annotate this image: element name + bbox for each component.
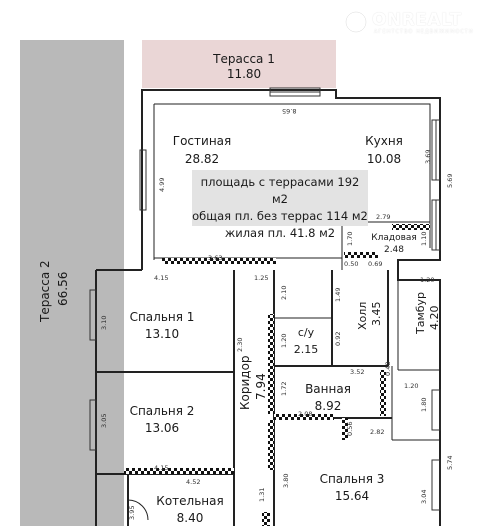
logo-text: ONREALT [372, 10, 462, 30]
dimension-label: 3.80 [282, 473, 290, 488]
room-area: 8.40 [176, 511, 204, 525]
dimension-label: 8.65 [282, 107, 297, 115]
room-area: 11.80 [226, 67, 262, 81]
room-terrace-2: Терасса 2 [38, 260, 52, 322]
room-name: Терасса 1 [213, 52, 275, 66]
room-area: 66.56 [56, 271, 70, 306]
dimension-label: 3.63 [208, 254, 223, 262]
dimension-label: 0.56 [346, 421, 354, 436]
room-corridor-area: 7.94 [254, 373, 268, 400]
room-name: Тамбур [414, 291, 427, 334]
terrace-1-area [142, 40, 336, 88]
room-terrace-2-area: 66.56 [56, 272, 70, 306]
room-name: Спальня 2 [129, 404, 195, 418]
room-living: Гостиная 28.82 [164, 134, 240, 167]
dimension-label: 0.48 [384, 361, 392, 376]
room-name: Кладовая [371, 233, 417, 243]
room-bedroom-3: Спальня 3 15.64 [312, 472, 392, 504]
dimension-label: 2.79 [376, 213, 391, 221]
room-bedroom-2: Спальня 2 13.06 [122, 404, 202, 436]
room-name: Спальня 3 [319, 472, 385, 486]
room-name: с/у [297, 326, 315, 339]
dimension-label: 3.69 [424, 149, 432, 164]
room-name: Кухня [365, 134, 403, 148]
dimension-label: 4.15 [154, 274, 169, 282]
room-vestibule: Тамбур [414, 292, 428, 334]
dimension-label: 2.82 [370, 428, 385, 436]
dimension-label: 3.10 [100, 315, 108, 330]
dimension-label: 2.10 [280, 285, 288, 300]
dimension-label: 2.08 [298, 410, 313, 418]
room-area: 3.45 [370, 301, 383, 327]
dimension-label: 3.52 [350, 368, 365, 376]
dimension-label: 1.20 [280, 333, 288, 348]
room-area: 13.10 [144, 327, 180, 341]
onrealt-logo: ONREALT АГЕНТСТВО НЕДВИЖИМОСТИ [344, 8, 474, 38]
room-hall-area: 3.45 [370, 302, 384, 327]
terrace-2-area [20, 40, 124, 526]
room-boiler: Котельная 8.40 [150, 494, 230, 526]
dimension-label: 1.70 [346, 231, 354, 246]
info-line-2: общая пл. без террас 114 м2 [192, 209, 368, 223]
logo-subtitle: АГЕНТСТВО НЕДВИЖИМОСТИ [374, 29, 474, 35]
dimension-label: 0.92 [334, 331, 342, 346]
dimension-label: 0.50 [344, 260, 359, 268]
dimension-label: 1.80 [420, 397, 428, 412]
room-name: Гостиная [172, 134, 232, 148]
dimension-label: 4.52 [186, 478, 201, 486]
room-area: 7.94 [254, 373, 268, 400]
dimension-label: 1.49 [334, 287, 342, 302]
dimension-label: 1.25 [254, 274, 269, 282]
room-bedroom-1: Спальня 1 13.10 [122, 310, 202, 342]
dimension-label: 1.31 [258, 487, 266, 502]
room-area: 13.06 [144, 421, 180, 435]
room-area: 4.20 [428, 305, 441, 331]
dimension-label: 3.05 [100, 413, 108, 428]
room-pantry: Кладовая 2.48 [366, 232, 422, 256]
room-name: Котельная [156, 494, 224, 508]
room-name: Холл [356, 301, 369, 330]
dimension-label: 1.72 [280, 381, 288, 396]
dimension-label: 1.20 [420, 276, 435, 284]
dimension-label: 2.30 [236, 337, 244, 352]
dimension-label: 1.20 [404, 382, 419, 390]
room-area: 10.08 [366, 152, 402, 166]
info-line-1: площадь с террасами 192 м2 [200, 175, 360, 206]
room-vestibule-area: 4.20 [428, 306, 442, 331]
dimension-label: 4.15 [154, 464, 169, 472]
room-area: 15.64 [334, 489, 370, 503]
room-kitchen: Кухня 10.08 [356, 134, 412, 167]
room-bathroom: Ванная 8.92 [300, 382, 356, 414]
dimension-label: 5.74 [446, 455, 454, 470]
room-name: Ванная [305, 382, 351, 396]
room-area: 8.92 [314, 399, 342, 413]
dimension-label: 4.99 [158, 177, 166, 192]
dimension-label: 3.95 [128, 505, 136, 520]
room-name: Коридор [238, 355, 252, 410]
room-area: 2.15 [293, 343, 319, 356]
dimension-label: 0.69 [368, 260, 383, 268]
room-area: 28.82 [184, 152, 220, 166]
dimension-label: 5.69 [446, 173, 454, 188]
logo-circle-icon [344, 10, 368, 34]
dimension-label: 3.04 [420, 489, 428, 504]
area-info-box: площадь с террасами 192 м2 общая пл. без… [192, 170, 368, 240]
room-hall: Холл [356, 302, 370, 330]
room-wc: с/у 2.15 [286, 326, 326, 357]
room-corridor: Коридор [238, 355, 252, 410]
room-terrace-1: Терасса 1 11.80 [200, 52, 288, 82]
dimension-label: 1.10 [420, 231, 428, 246]
room-name: Спальня 1 [129, 310, 195, 324]
room-area: 2.48 [383, 245, 405, 255]
info-line-3: жилая пл. 41.8 м2 [224, 226, 336, 240]
room-name: Терасса 2 [38, 260, 52, 322]
